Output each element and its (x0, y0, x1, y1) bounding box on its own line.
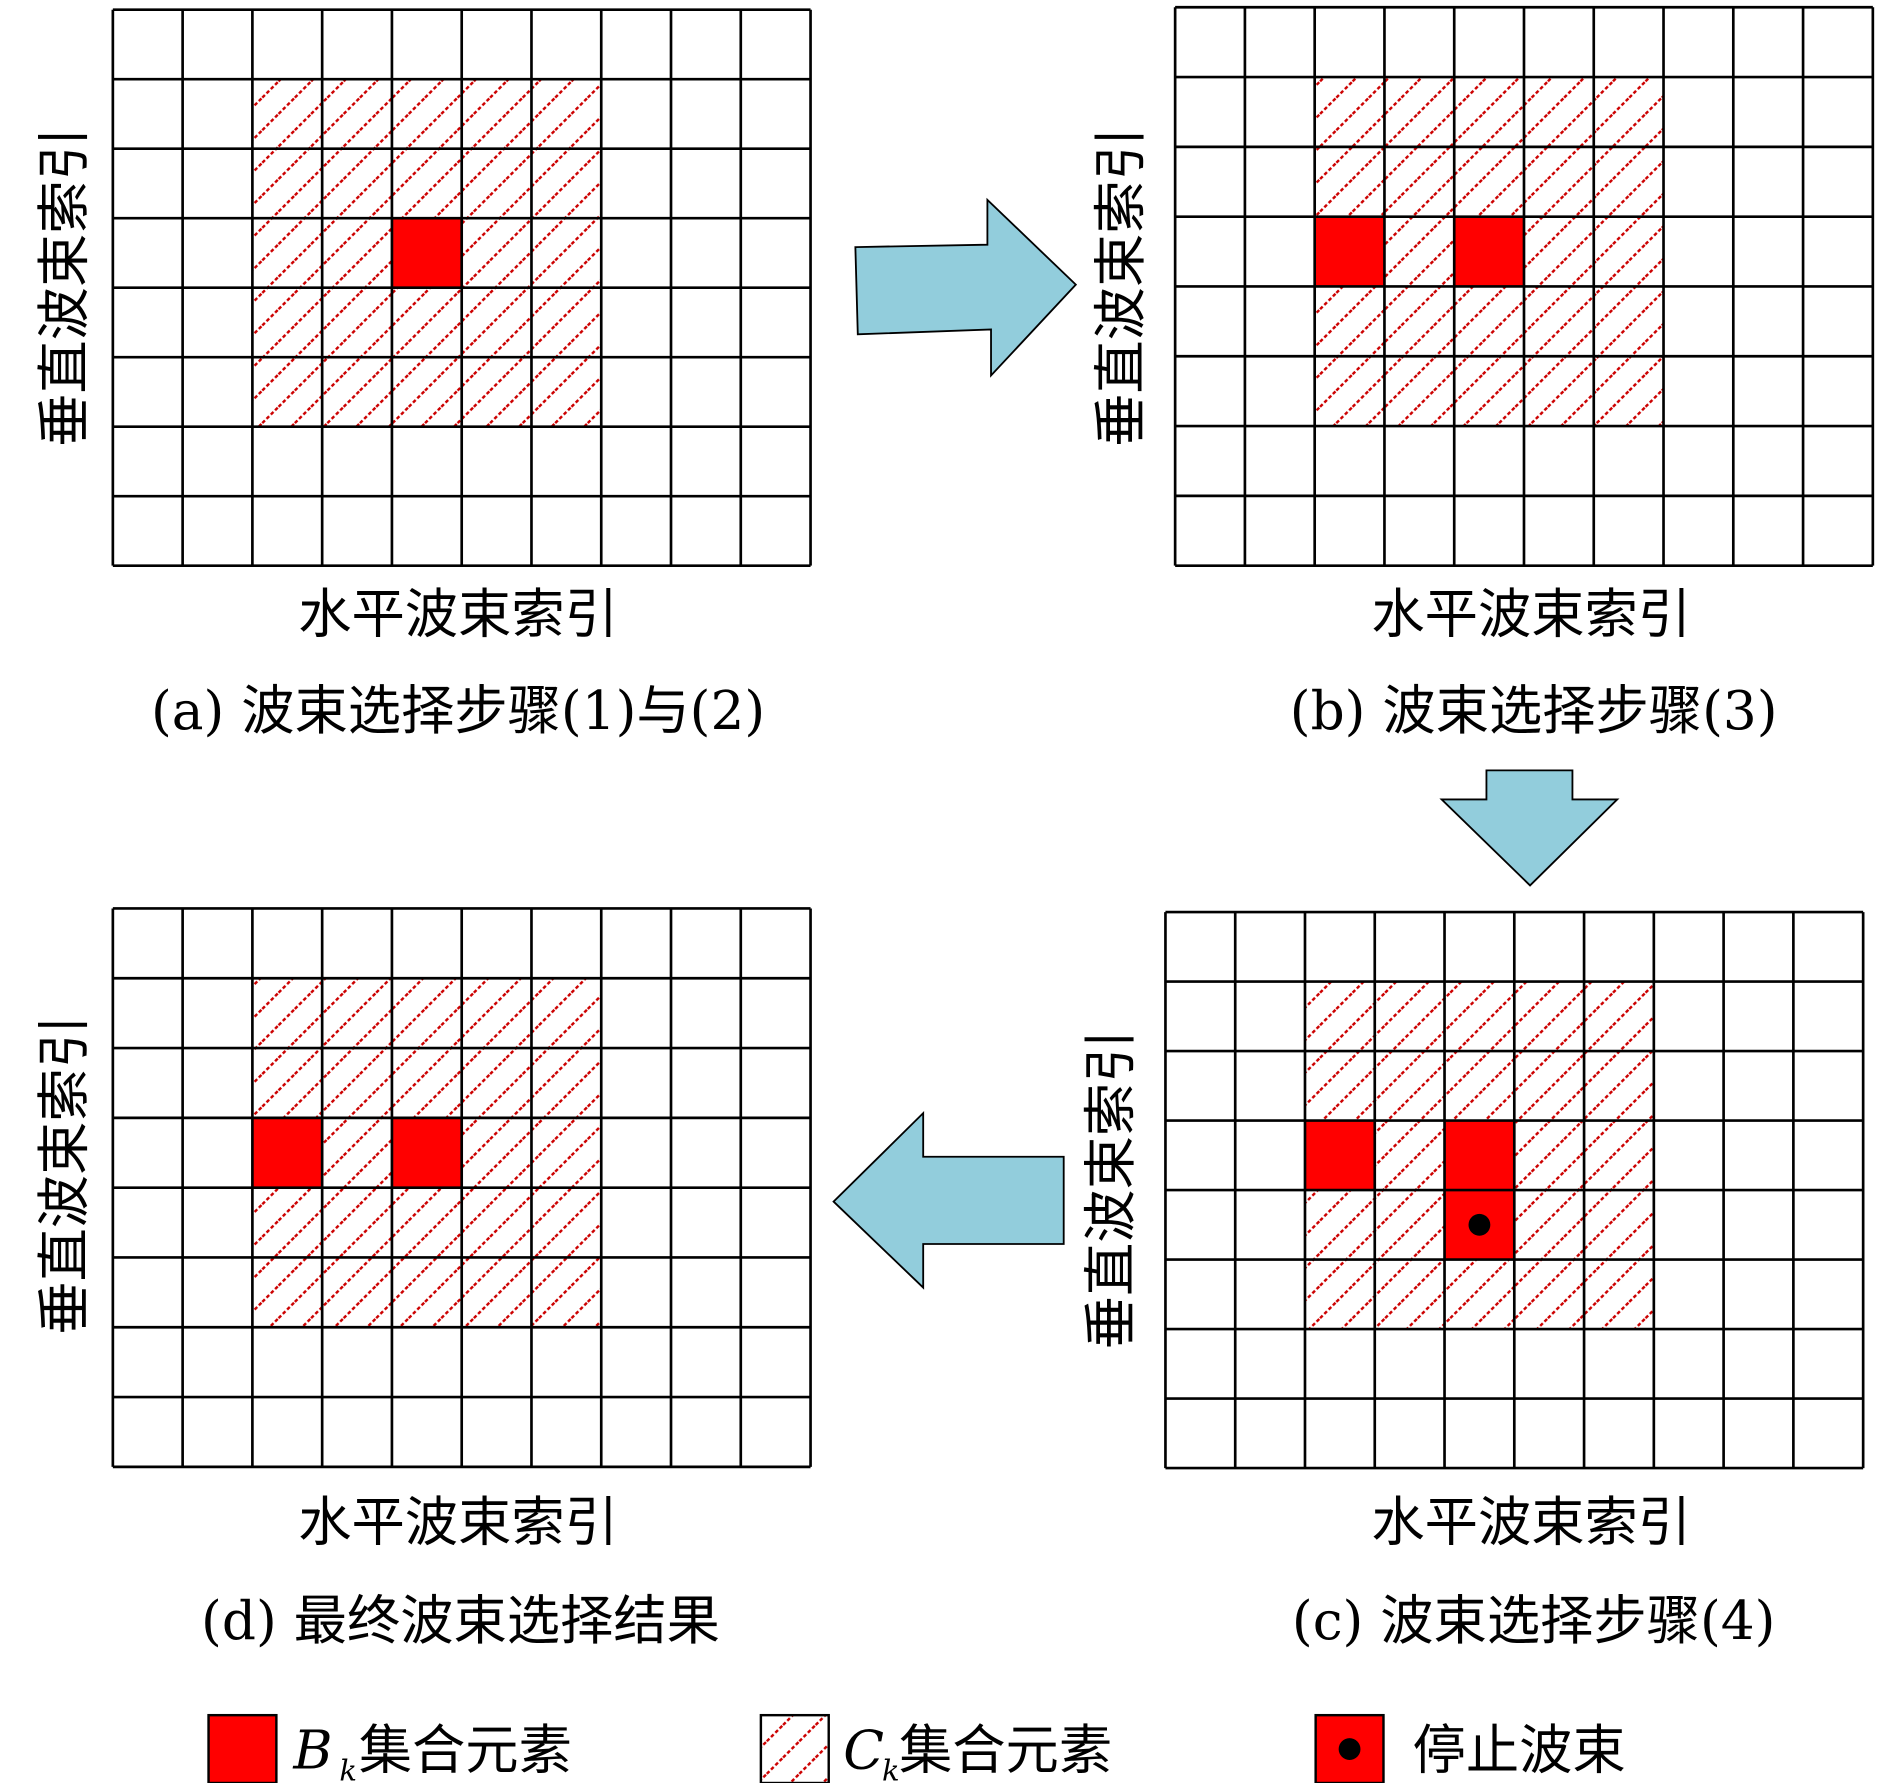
panel-d-xlabel: 水平波束索引 (298, 1492, 618, 1554)
panel-b-xlabel: 水平波束索引 (1371, 583, 1691, 645)
legend-c-symbol: C (843, 1719, 884, 1781)
panel-d (111, 907, 812, 1469)
panel-a-ylabel: 垂直波束索引 (34, 127, 96, 447)
selected-beam-cell (1444, 1120, 1515, 1191)
legend: B k 集合元素 C k 集合元素 停止波束 (207, 1713, 1626, 1783)
panel-a (111, 8, 812, 567)
legend-b-label: 集合元素 (359, 1719, 572, 1781)
legend-b-sub: k (339, 1754, 357, 1783)
selected-beam-cell (391, 218, 462, 288)
legend-b-symbol: B (292, 1719, 332, 1781)
arrow-right-icon (854, 197, 1078, 378)
panel-a-xlabel: 水平波束索引 (298, 583, 618, 645)
panel-c (1164, 910, 1865, 1470)
panel-d-caption: (d) 最终波束选择结果 (201, 1590, 720, 1652)
selected-beam-cell (391, 1117, 462, 1188)
arrow-down-icon (1439, 769, 1620, 887)
panel-b-ylabel: 垂直波束索引 (1090, 127, 1152, 447)
selected-beam-cell (1304, 1120, 1375, 1191)
stop-beam-dot-icon (1468, 1213, 1491, 1236)
selected-beam-cell (1454, 216, 1524, 287)
legend-stop-dot-icon (1338, 1738, 1361, 1760)
selected-beam-cell (1314, 216, 1385, 287)
panel-a-caption: (a) 波束选择步骤(1)与(2) (151, 680, 765, 742)
legend-b-swatch (207, 1713, 278, 1783)
panel-d-ylabel: 垂直波束索引 (34, 1015, 96, 1335)
legend-stop-label: 停止波束 (1413, 1719, 1626, 1781)
panel-c-ylabel: 垂直波束索引 (1080, 1030, 1142, 1350)
panel-b-caption: (b) 波束选择步骤(3) (1290, 680, 1778, 742)
legend-c-sub: k (882, 1754, 900, 1783)
legend-c-label: 集合元素 (899, 1719, 1112, 1781)
arrow-left-icon (832, 1110, 1065, 1290)
selected-beam-cell (252, 1117, 323, 1188)
legend-c-swatch (759, 1713, 830, 1783)
panel-c-caption: (c) 波束选择步骤(4) (1292, 1590, 1776, 1652)
panel-b (1173, 5, 1875, 567)
panel-c-xlabel: 水平波束索引 (1371, 1492, 1691, 1554)
